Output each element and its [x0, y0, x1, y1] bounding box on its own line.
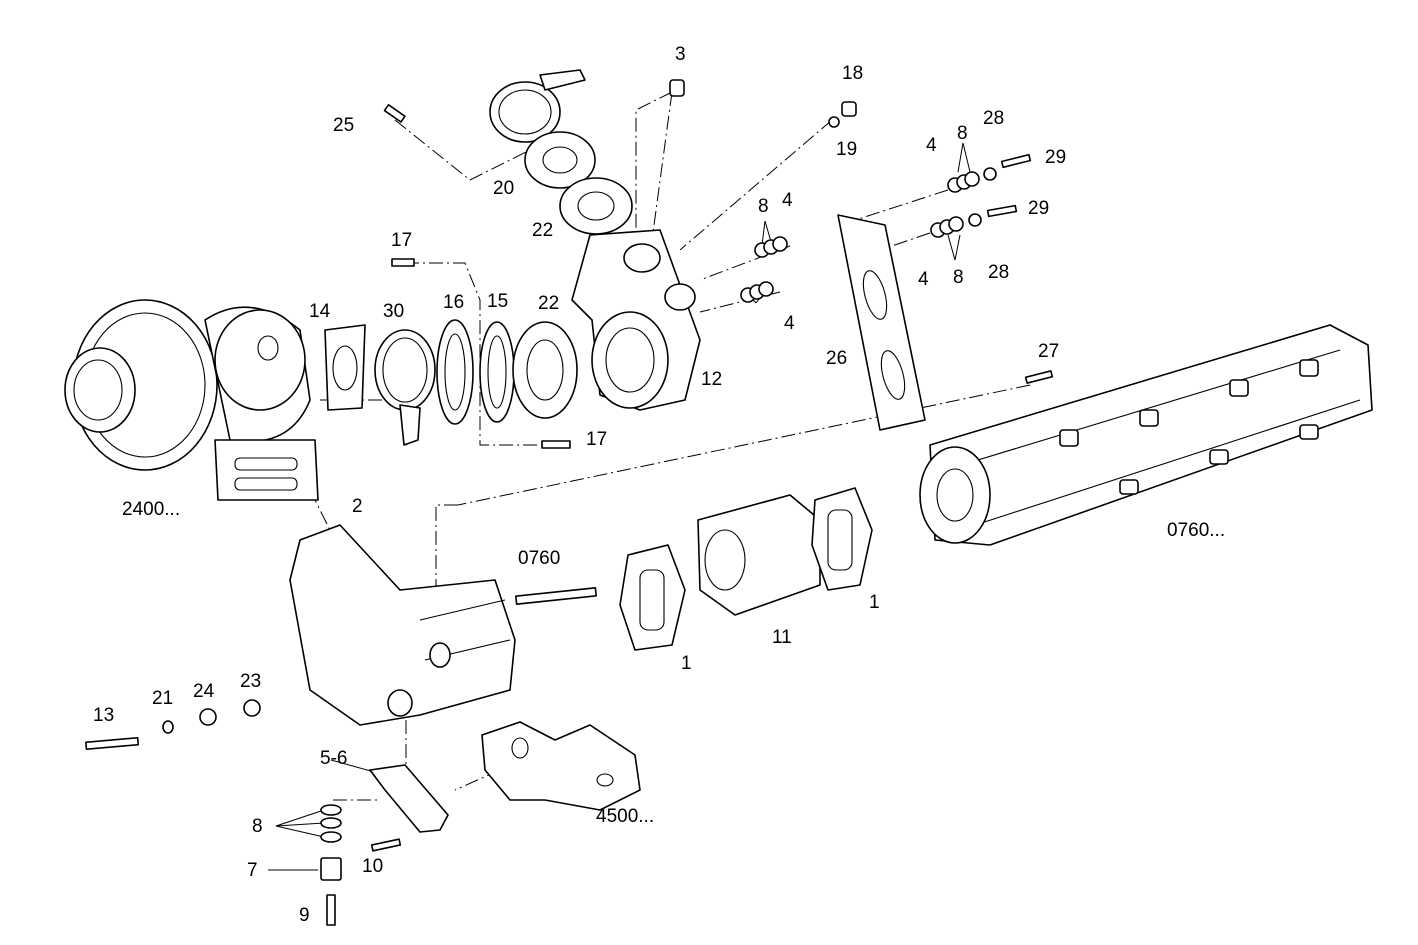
pointer-lines — [268, 142, 971, 871]
gasket-22-upper — [559, 177, 633, 235]
callout-8-a: 8 — [957, 123, 968, 144]
callout-22-upper: 22 — [532, 220, 554, 241]
callout-3: 3 — [675, 44, 686, 65]
callout-10: 10 — [362, 856, 384, 877]
gasket-1-right — [811, 487, 873, 591]
callout-28-b: 28 — [988, 262, 1010, 283]
stud-0760 — [515, 587, 597, 605]
callout-4-d: 4 — [784, 313, 795, 334]
callout-17-b: 17 — [586, 429, 608, 450]
callout-26: 26 — [826, 348, 848, 369]
callout-5-6: 5-6 — [320, 748, 348, 769]
callout-8-b: 8 — [758, 196, 769, 217]
callout-4-a: 4 — [926, 135, 937, 156]
callout-18: 18 — [842, 63, 864, 84]
callout-4-c: 4 — [918, 269, 929, 290]
callout-1-right: 1 — [869, 592, 880, 613]
elbow-housing-12 — [571, 229, 701, 411]
heat-shield-26 — [837, 214, 926, 431]
callout-16: 16 — [443, 292, 465, 313]
mounting-bracket-4500 — [481, 721, 641, 811]
callout-8-d: 8 — [252, 816, 263, 837]
callout-0760: 0760 — [518, 548, 561, 569]
callout-29-a: 29 — [1045, 147, 1067, 168]
callout-2400: 2400... — [122, 499, 181, 520]
callout-7: 7 — [247, 860, 258, 881]
intake-housing-2 — [289, 524, 516, 726]
callout-2: 2 — [352, 496, 363, 517]
callout-1-left: 1 — [681, 653, 692, 674]
expansion-bellows-11 — [697, 494, 821, 616]
lower-hardware — [85, 699, 449, 926]
callout-12: 12 — [701, 369, 723, 390]
gasket-1-left — [619, 544, 686, 651]
callout-11: 11 — [772, 627, 792, 648]
flange-gasket-14 — [324, 324, 366, 411]
callout-0760-manifold: 0760... — [1167, 520, 1226, 541]
callout-30: 30 — [383, 301, 405, 322]
callout-8-c: 8 — [953, 267, 964, 288]
callout-20: 20 — [493, 178, 515, 199]
callout-4500: 4500... — [596, 806, 655, 827]
callout-22-lower: 22 — [538, 293, 560, 314]
callout-14: 14 — [309, 301, 331, 322]
callout-13: 13 — [93, 705, 115, 726]
callout-21: 21 — [152, 688, 174, 709]
callout-23: 23 — [240, 671, 262, 692]
exhaust-manifold — [919, 324, 1373, 546]
gasket-22-lower — [512, 321, 578, 419]
callout-29-b: 29 — [1028, 198, 1050, 219]
callout-19: 19 — [836, 139, 858, 160]
callout-4-b: 4 — [782, 190, 793, 211]
small-hardware — [383, 79, 1054, 449]
callout-17-a: 17 — [391, 230, 413, 251]
vband-clamp-30 — [374, 329, 436, 446]
callout-28-a: 28 — [983, 108, 1005, 129]
turbocharger — [64, 299, 319, 501]
callout-15: 15 — [487, 291, 509, 312]
callout-9: 9 — [299, 905, 310, 926]
gasket-15 — [479, 321, 515, 423]
callout-24: 24 — [193, 681, 215, 702]
clamp-20-assembly — [489, 69, 596, 189]
callout-27: 27 — [1038, 341, 1060, 362]
callout-25: 25 — [333, 115, 355, 136]
gasket-16 — [436, 319, 474, 425]
